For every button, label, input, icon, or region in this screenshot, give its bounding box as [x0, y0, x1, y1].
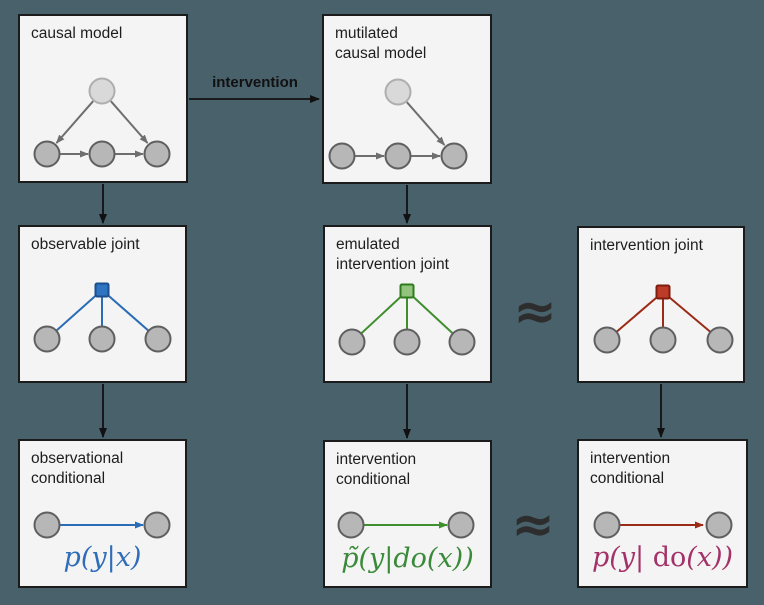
true-intervention-conditional-formula: p(y| do(x)): [591, 542, 734, 573]
edge-arrow: [406, 101, 446, 146]
mutilated-causal-model-label: mutilated causal model: [335, 25, 427, 63]
node-circle: [88, 325, 116, 353]
node-circle: [447, 511, 475, 539]
node-circle: [705, 511, 733, 539]
approx-symbol-conditional: ≈: [511, 495, 555, 555]
causal-model-box: causal model: [18, 14, 188, 183]
causal-model-label: causal model: [31, 25, 123, 42]
node-circle: [393, 328, 421, 356]
node-circle: [593, 511, 621, 539]
observational-conditional-formula: p(y|x): [63, 542, 142, 573]
node-circle: [328, 142, 356, 170]
emulated-intervention-conditional-box: intervention conditional p̃(y|do(x)): [323, 440, 492, 588]
node-circle: [143, 511, 171, 539]
factor-node-square: [655, 284, 671, 300]
true-intervention-conditional-label: intervention conditional: [590, 450, 671, 488]
emulated-intervention-joint-box: emulated intervention joint: [323, 225, 492, 383]
observational-conditional-box: observational conditional p(y|x): [18, 439, 187, 588]
intervention-arrow-label: intervention: [212, 74, 298, 91]
node-circle: [33, 140, 61, 168]
observational-conditional-label: observational conditional: [31, 450, 124, 488]
edge-arrow: [110, 100, 149, 144]
emulated-intervention-joint-graph: [338, 283, 476, 356]
node-circle: [337, 511, 365, 539]
approx-symbol-joint: ≈: [513, 282, 557, 342]
observable-joint-graph: [33, 282, 172, 353]
node-circle: [33, 511, 61, 539]
latent-node-circle: [88, 77, 116, 105]
node-circle: [144, 325, 172, 353]
intervention-joint-label: intervention joint: [590, 237, 703, 254]
observational-conditional-graph: [33, 511, 171, 539]
observable-joint-box: observable joint: [18, 225, 187, 383]
emulated-intervention-conditional-label: intervention conditional: [336, 451, 417, 489]
mutilated-causal-model-graph: [328, 78, 468, 170]
factor-node-square: [399, 283, 415, 299]
node-circle: [440, 142, 468, 170]
true-intervention-conditional-graph: [593, 511, 733, 539]
mutilated-causal-model-box: mutilated causal model: [322, 14, 492, 184]
node-circle: [33, 325, 61, 353]
node-circle: [593, 326, 621, 354]
causal-model-graph: [33, 77, 171, 168]
latent-node-circle: [384, 78, 412, 106]
edge-arrow: [55, 100, 94, 144]
node-circle: [706, 326, 734, 354]
observable-joint-label: observable joint: [31, 236, 140, 253]
node-circle: [143, 140, 171, 168]
emulated-intervention-conditional-formula: p̃(y|do(x)): [341, 543, 474, 574]
node-circle: [384, 142, 412, 170]
node-circle: [88, 140, 116, 168]
node-circle: [649, 326, 677, 354]
true-intervention-conditional-box: intervention conditional p(y| do(x)): [577, 439, 748, 588]
node-circle: [338, 328, 366, 356]
intervention-joint-graph: [593, 284, 734, 354]
node-circle: [448, 328, 476, 356]
emulated-intervention-joint-label: emulated intervention joint: [336, 236, 449, 274]
intervention-joint-box: intervention joint: [577, 226, 745, 383]
factor-node-square: [94, 282, 110, 298]
emulated-intervention-conditional-graph: [337, 511, 475, 539]
